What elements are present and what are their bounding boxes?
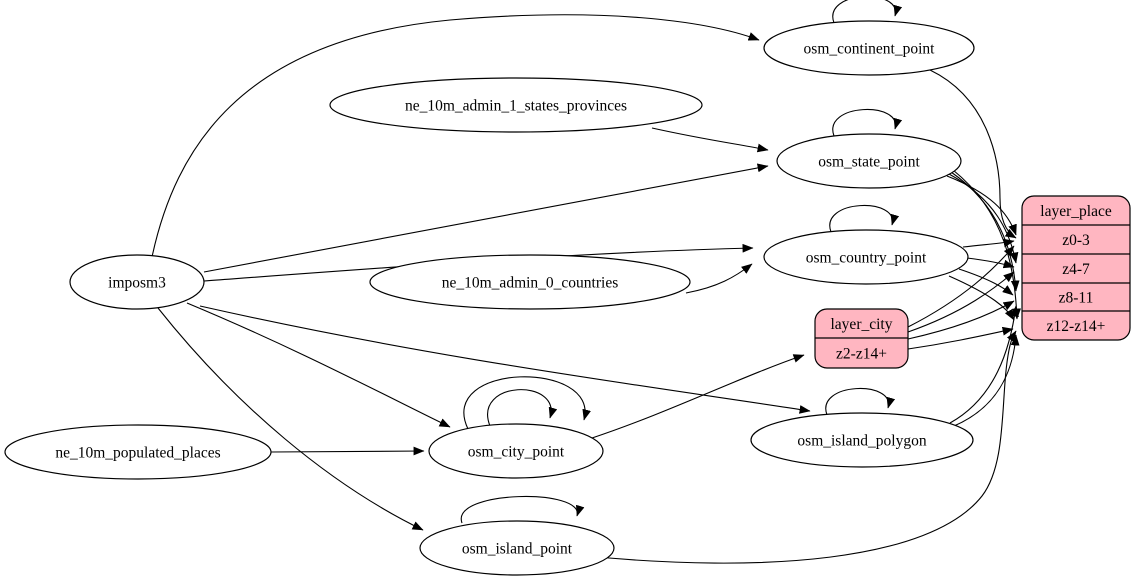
node-osm_country_point-label: osm_country_point: [806, 250, 927, 267]
edge-osm_island_point-to-osm_island_point: [460, 495, 585, 524]
edge-osm_state_point-to-layer_place:z0-3: [946, 175, 1017, 236]
node-ne_10m_populated_places: ne_10m_populated_places: [4, 424, 272, 480]
record-layer_city: layer_city z2-z14+: [814, 308, 909, 369]
edge-osm_continent_point-to-osm_continent_point: [832, 0, 903, 24]
edge-osm_island_polygon-to-layer_place:z8-11: [949, 305, 1019, 424]
node-ne_10m_admin_0_countries: ne_10m_admin_0_countries: [369, 254, 691, 310]
node-osm_island_point-shape: [419, 520, 615, 576]
node-ne_10m_populated_places-shape: [4, 424, 272, 480]
node-osm_city_point-label: osm_city_point: [468, 444, 565, 461]
node-ne_10m_admin_0_countries-label: ne_10m_admin_0_countries: [442, 275, 619, 292]
edge-layer_city-to-layer_place:z0-3: [907, 245, 1015, 328]
node-osm_state_point: osm_state_point: [776, 133, 962, 189]
edge-osm_country_point-to-layer_place:z8-11: [958, 268, 1014, 296]
edge-osm_country_point-to-osm_country_point: [829, 204, 900, 233]
node-osm_country_point-shape: [763, 229, 969, 285]
edge-layer_city-to-layer_place:z8-11: [907, 300, 1015, 340]
node-osm_country_point: osm_country_point: [763, 229, 969, 285]
record-layer_place-row-z8-11: z8-11: [1059, 290, 1094, 307]
edge-layer_city-to-layer_place:z12-z14+: [907, 326, 1014, 350]
edge-osm_city_point-to-osm_city_point: [487, 389, 558, 427]
edge-imposm3-to-osm_island_point: [157, 307, 424, 531]
edge-imposm3-to-osm_continent_point: [151, 14, 760, 258]
node-ne_10m_admin_0_countries-shape: [369, 254, 691, 310]
record-layer_city-row-layer_city: layer_city: [831, 316, 893, 333]
record-layer_place-row-layer_place: layer_place: [1040, 203, 1112, 220]
edge-osm_island_polygon-to-osm_island_polygon: [825, 387, 896, 416]
edge-osm_island_polygon-to-layer_place:z12-z14+: [953, 334, 1020, 427]
node-osm_island_point: osm_island_point: [419, 520, 615, 576]
node-imposm3: imposm3: [69, 254, 205, 310]
node-osm_island_polygon-shape: [750, 412, 974, 468]
edge-osm_country_point-to-layer_place:z4-7: [966, 257, 1015, 269]
record-layer_city-row-z2-z14+: z2-z14+: [836, 346, 887, 363]
node-osm_city_point-shape: [428, 423, 604, 479]
record-layer_place-row-z12-z14+: z12-z14+: [1047, 318, 1106, 335]
edge-ne_10m_admin_1_states_provinces-to-osm_state_point: [651, 127, 769, 153]
node-osm_state_point-shape: [776, 133, 962, 189]
node-osm_island_polygon-label: osm_island_polygon: [797, 433, 926, 450]
node-osm_continent_point-label: osm_continent_point: [804, 41, 936, 58]
edge-osm_city_point-to-osm_city_point: [463, 376, 591, 430]
edge-osm_state_point-to-layer_place:z8-11: [950, 171, 1020, 292]
edge-osm_country_point-to-layer_place:z0-3: [962, 238, 1015, 248]
edge-osm_city_point-to-layer_city:z2-z14+: [591, 354, 805, 439]
node-ne_10m_admin_1_states_provinces: ne_10m_admin_1_states_provinces: [329, 77, 703, 133]
record-layer_place-row-z0-3: z0-3: [1062, 232, 1090, 249]
edges: [151, 0, 1021, 564]
edge-ne_10m_populated_places-to-osm_city_point: [270, 446, 425, 456]
edge-osm_state_point-to-osm_state_point: [832, 108, 903, 137]
node-ne_10m_admin_1_states_provinces-shape: [329, 77, 703, 133]
record-layer_place: layer_place z0-3 z4-7 z8-11 z12-z14+: [1021, 195, 1131, 341]
node-osm_continent_point-shape: [763, 20, 975, 76]
edge-ne_10m_admin_0_countries-to-osm_country_point: [685, 263, 753, 294]
node-osm_continent_point: osm_continent_point: [763, 20, 975, 76]
node-ne_10m_populated_places-label: ne_10m_populated_places: [55, 445, 220, 462]
node-imposm3-label: imposm3: [108, 275, 166, 292]
node-osm_island_point-label: osm_island_point: [462, 541, 573, 558]
edge-layer_city-to-layer_place:z4-7: [907, 271, 1015, 333]
record-layer_place-row-z4-7: z4-7: [1062, 261, 1090, 278]
edge-imposm3-to-osm_island_polygon: [199, 305, 811, 414]
node-ne_10m_admin_1_states_provinces-label: ne_10m_admin_1_states_provinces: [405, 98, 627, 115]
record-layer_place-shape: [1021, 195, 1131, 341]
edge-osm_continent_point-to-layer_place:z0-3: [929, 69, 1017, 239]
node-osm_island_polygon: osm_island_polygon: [750, 412, 974, 468]
edge-osm_country_point-to-layer_place:z12-z14+: [948, 275, 1015, 321]
node-imposm3-shape: [69, 254, 205, 310]
node-osm_state_point-label: osm_state_point: [818, 154, 920, 171]
edge-imposm3-to-osm_city_point: [186, 302, 451, 428]
edge-osm_island_point-to-layer_place:z12-z14+: [586, 330, 1017, 564]
node-osm_city_point: osm_city_point: [428, 423, 604, 479]
